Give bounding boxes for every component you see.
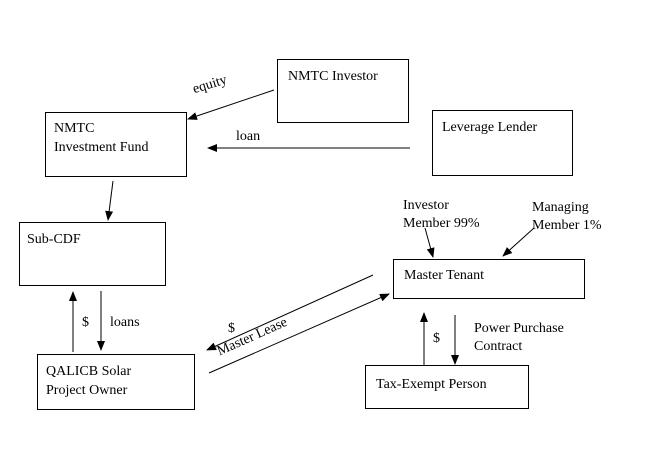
qalicb-label-line2: Project Owner	[46, 383, 128, 398]
ppa-line1: Power Purchase	[474, 321, 564, 336]
dollar-left-label: $	[82, 315, 89, 330]
investor-member-arrow	[424, 227, 435, 258]
qalicb-label-line1: QALICB Solar	[46, 364, 132, 379]
nmtc-investor-box: NMTC Investor	[277, 59, 409, 123]
investor-member-label: Investor Member 99%	[403, 197, 480, 233]
master-lease-arrow	[208, 293, 390, 374]
loan-label: loan	[236, 129, 261, 144]
master-tenant-label: Master Tenant	[404, 268, 485, 283]
leverage-lender-label: Leverage Lender	[442, 120, 538, 135]
nmtc-fund-label-line2: Investment Fund	[54, 140, 149, 155]
nmtc-investor-label: NMTC Investor	[288, 69, 378, 84]
leverage-lender-box: Leverage Lender	[432, 110, 573, 176]
tax-exempt-label: Tax-Exempt Person	[376, 377, 487, 392]
equity-arrow	[187, 89, 275, 120]
managing-member-line2: Member 1%	[532, 218, 602, 233]
lease-dollar-label: $	[228, 321, 235, 336]
managing-member-label: Managing Member 1%	[532, 199, 602, 235]
master-tenant-box: Master Tenant	[393, 259, 585, 299]
ppa-line2: Contract	[474, 339, 523, 354]
managing-member-arrow	[502, 227, 535, 257]
sub-cdf-label: Sub-CDF	[27, 232, 81, 247]
loans-label: loans	[110, 315, 140, 330]
nmtc-fund-label-line1: NMTC	[54, 121, 95, 136]
lease-payment-arrow	[206, 274, 374, 351]
investor-member-line2: Member 99%	[403, 216, 480, 231]
managing-member-line1: Managing	[532, 200, 589, 215]
sub-cdf-box: Sub-CDF	[19, 222, 166, 286]
qalicb-box: QALICB Solar Project Owner	[37, 354, 195, 410]
dollar-right-label: $	[433, 331, 440, 346]
nmtc-fund-box: NMTC Investment Fund	[45, 112, 187, 177]
investor-member-line1: Investor	[403, 198, 449, 213]
fund-to-subcdf-arrow	[105, 180, 114, 221]
tax-exempt-box: Tax-Exempt Person	[365, 365, 529, 409]
ppa-label: Power Purchase Contract	[474, 320, 564, 356]
